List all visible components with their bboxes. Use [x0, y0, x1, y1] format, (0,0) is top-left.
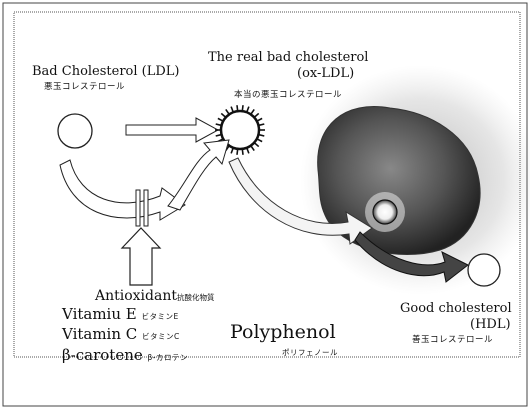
engulfed-particle: [373, 200, 397, 224]
oxldl-spike: [237, 105, 238, 111]
arrow-antioxidant-up: [122, 228, 160, 285]
label-polyphenol-jp: ポリフェノール: [282, 349, 338, 357]
oxldl-spike: [226, 109, 229, 114]
oxldl-spike: [231, 107, 233, 113]
blocker-bar-left: [136, 190, 140, 226]
label-vitamin-e-en: Vitamiu E: [62, 305, 137, 323]
label-vitamin-e-jp: ビタミンE: [142, 312, 179, 321]
label-vitamin-e: Vitamiu E ビタミンE: [62, 307, 179, 322]
oxldl-spike: [247, 148, 249, 154]
oxldl-spike: [242, 149, 243, 155]
label-bad-ldl: Bad Cholesterol (LDL): [32, 65, 180, 78]
label-beta-carotene-jp: β-カロテン: [148, 353, 189, 362]
label-good-line1: Good cholesterol: [400, 302, 512, 315]
label-beta-carotene: β-carotene β-カロテン: [62, 348, 188, 363]
oxldl-spike: [257, 118, 262, 121]
label-vitamin-c-en: Vitamin C: [62, 325, 137, 343]
oxldl-spike: [242, 105, 243, 111]
oxldl-spike: [251, 109, 254, 114]
label-polyphenol: Polyphenol: [230, 323, 336, 342]
label-oxldl-line1: The real bad cholesterol: [208, 51, 368, 64]
label-vitamin-c-jp: ビタミンC: [142, 332, 180, 341]
arrow-curve-up: [168, 140, 229, 210]
hdl-particle: [468, 254, 500, 286]
oxldl-spike: [254, 143, 258, 147]
oxldl-spike: [251, 146, 254, 151]
label-good-line2: (HDL): [470, 318, 511, 331]
label-vitamin-c: Vitamin C ビタミンC: [62, 327, 180, 342]
label-good-jp: 善玉コレステロール: [412, 336, 493, 345]
blocker-bar-right: [144, 190, 148, 226]
label-bad-ldl-jp: 悪玉コレステロール: [44, 83, 125, 92]
oxldl-spike: [231, 148, 233, 154]
arrow-curve-left: [60, 160, 185, 220]
label-oxldl-line2: (ox-LDL): [297, 67, 354, 80]
oxldl-spike: [257, 139, 262, 142]
arrow-ldl-to-oxldl: [126, 118, 218, 142]
oxldl-spike: [221, 113, 225, 117]
label-antioxidant-en: Antioxidant: [95, 288, 177, 304]
ldl-particle: [58, 114, 92, 148]
label-antioxidant-jp: 抗酸化物質: [177, 293, 215, 302]
oxldl-spike: [254, 113, 258, 117]
oxldl-spike: [237, 149, 238, 155]
oxldl-spike: [247, 107, 249, 113]
label-beta-carotene-en: β-carotene: [62, 346, 143, 364]
label-antioxidant: Antioxidant抗酸化物質: [95, 289, 214, 303]
label-oxldl-jp: 本当の悪玉コレステロール: [234, 91, 342, 100]
oxldl-spike: [218, 118, 223, 121]
